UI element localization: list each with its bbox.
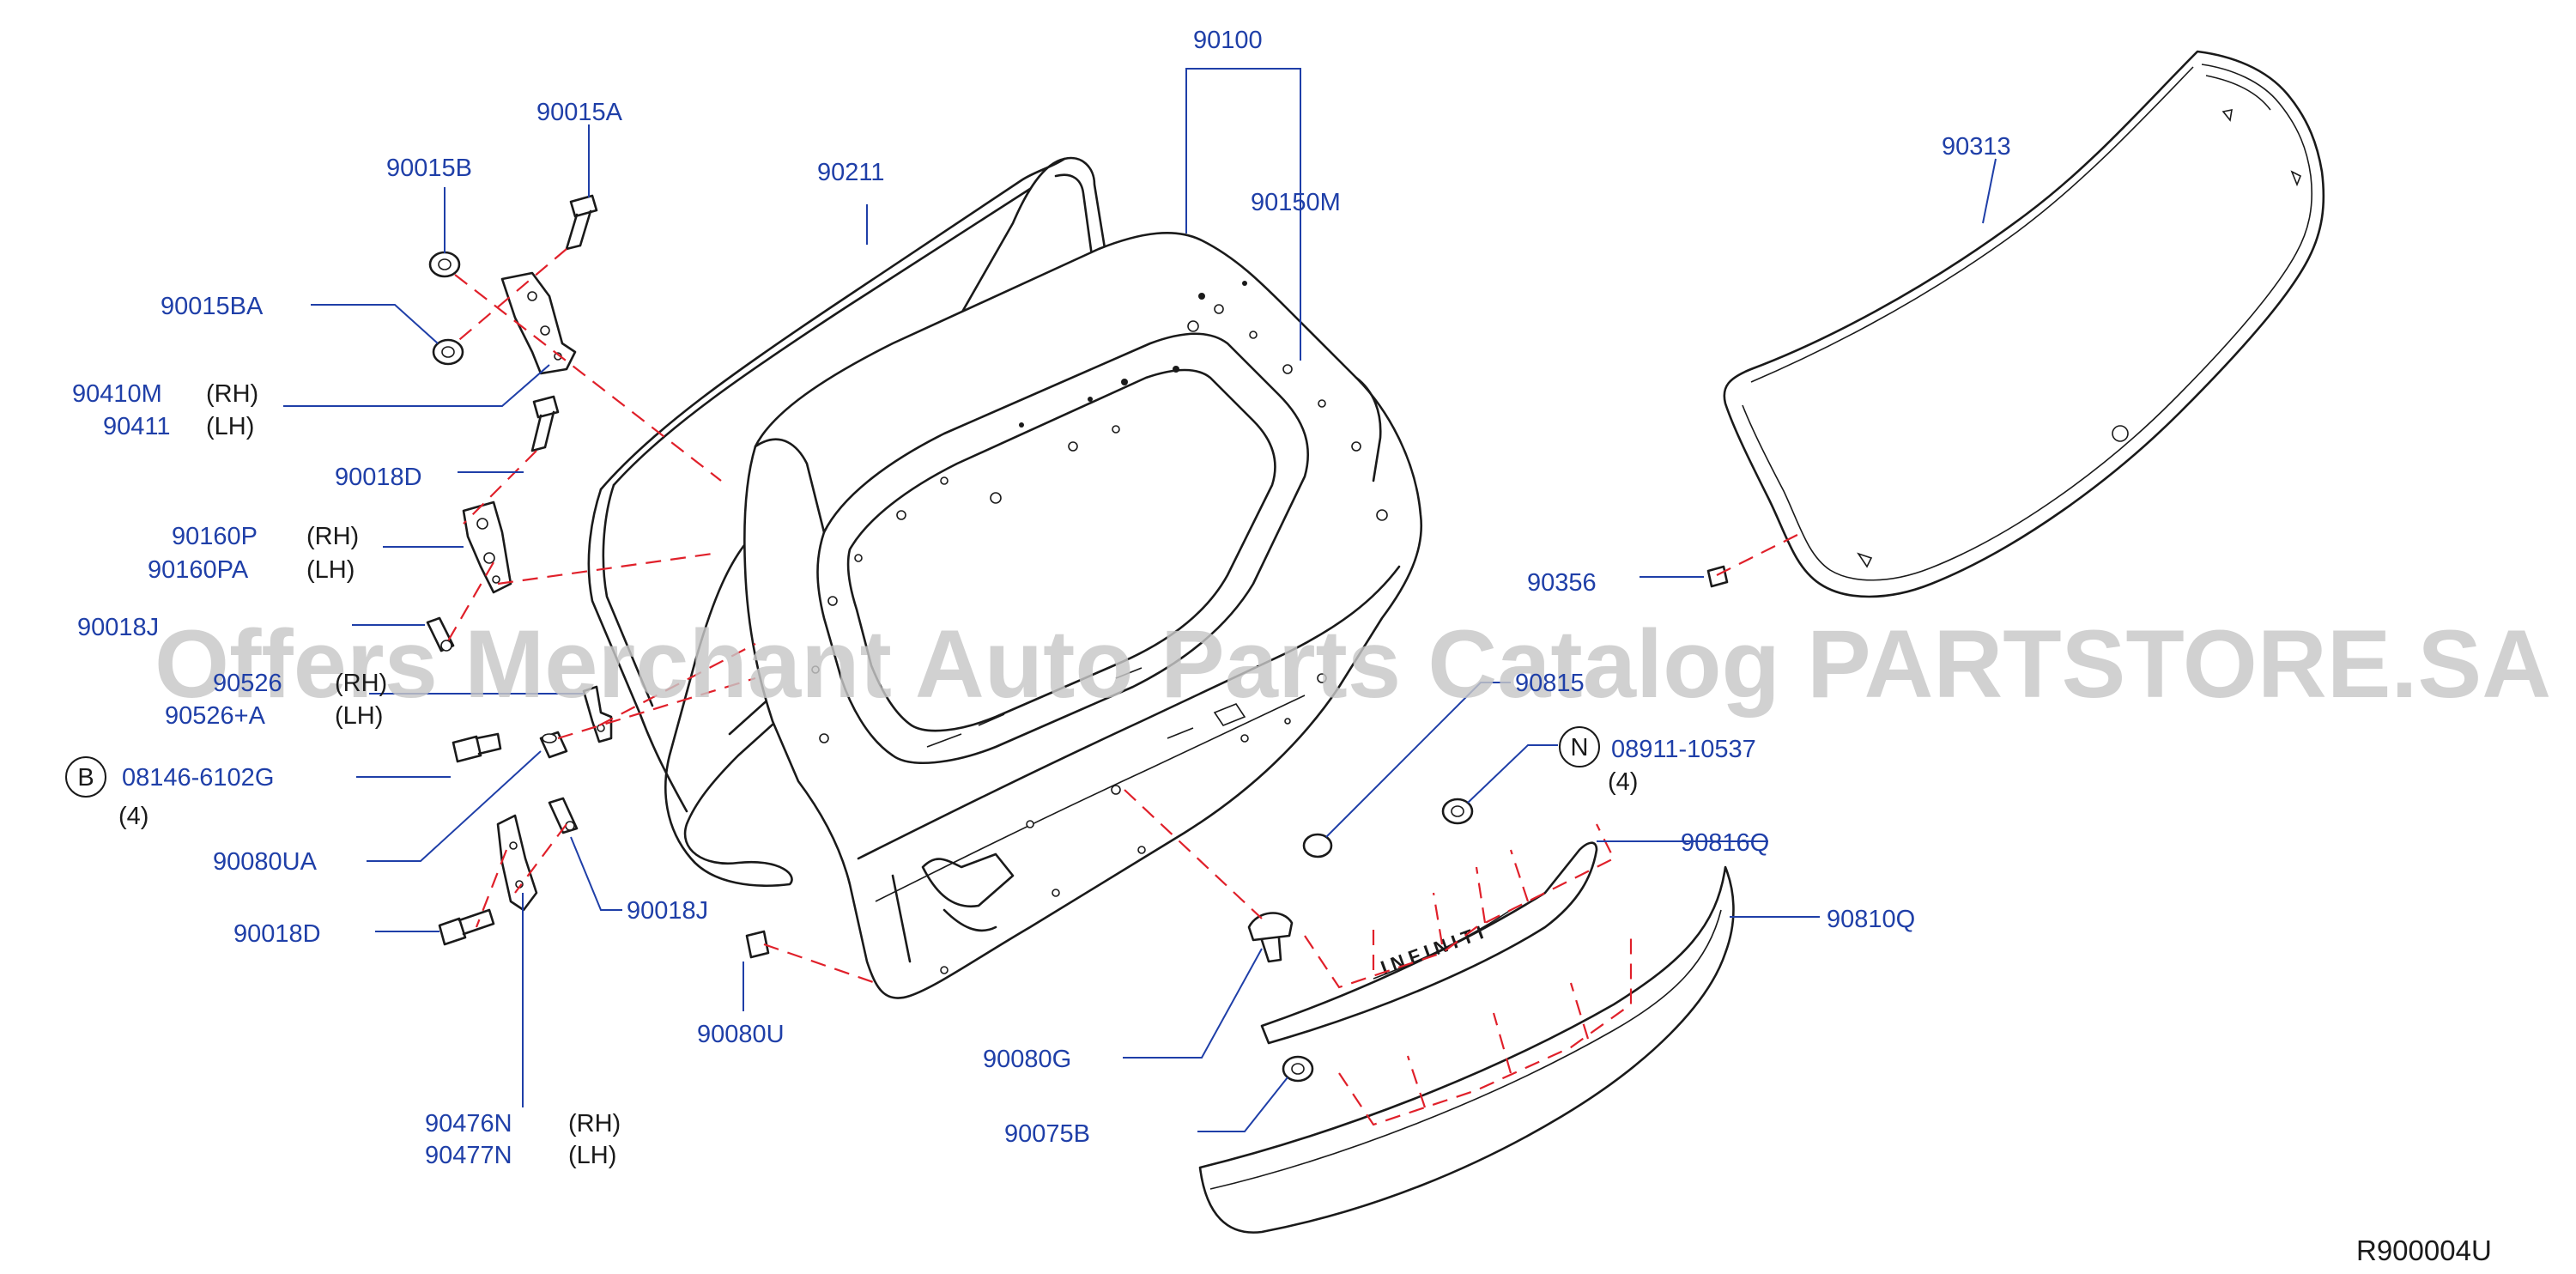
callout-90410m[interactable]: 90410M	[72, 380, 162, 408]
side-90410m: (RH)	[206, 380, 258, 408]
hinge-upper-bracket	[500, 271, 577, 375]
lower-hinge-bracket	[496, 814, 538, 912]
callout-90816q[interactable]: 90816Q	[1681, 829, 1769, 857]
bolt-08146	[452, 732, 502, 763]
callout-90526a[interactable]: 90526+A	[165, 702, 266, 730]
reference-code: R900004U	[2356, 1235, 2492, 1266]
assembly-guides	[445, 248, 1803, 1126]
glass-clip	[1706, 565, 1729, 588]
callout-90526[interactable]: 90526	[213, 670, 282, 697]
bushing-90018j-bottom	[548, 797, 579, 834]
callout-90160p[interactable]: 90160P	[172, 523, 258, 550]
side-90160pa: (LH)	[306, 556, 355, 584]
clip-90080g	[1247, 912, 1294, 963]
grommet-90815	[1302, 833, 1333, 858]
nut-08911	[1441, 798, 1474, 825]
callout-90411[interactable]: 90411	[103, 413, 171, 440]
callout-90018j-left[interactable]: 90018J	[77, 614, 159, 641]
bushing-90018j-left	[426, 616, 455, 652]
emblem-finisher: INFINITI	[1260, 841, 1598, 1045]
callout-90476n[interactable]: 90476N	[425, 1110, 512, 1138]
leader-lines	[283, 68, 1997, 1132]
callout-90815[interactable]: 90815	[1515, 670, 1585, 697]
clip-90075b	[1282, 1055, 1314, 1083]
side-90526a: (LH)	[335, 702, 383, 730]
side-90160p: (RH)	[306, 523, 359, 550]
washer-90015ba	[432, 338, 464, 366]
svg-text:B: B	[77, 764, 94, 792]
callout-90211[interactable]: 90211	[817, 159, 885, 186]
qty-08146-6102g: (4)	[118, 803, 148, 830]
callout-90150m[interactable]: 90150M	[1251, 189, 1341, 216]
side-90477n: (LH)	[568, 1142, 616, 1169]
callout-90356[interactable]: 90356	[1527, 569, 1597, 597]
callout-90100[interactable]: 90100	[1193, 27, 1263, 54]
callout-08911-10537[interactable]: 08911-10537	[1611, 736, 1756, 763]
lower-garnish	[1198, 865, 1735, 1234]
bracket-90526	[582, 685, 613, 743]
bolt-90015a	[565, 194, 598, 251]
callout-90015b[interactable]: 90015B	[386, 155, 472, 182]
callout-90160pa[interactable]: 90160PA	[148, 556, 249, 584]
badge-b: B	[65, 756, 106, 798]
callout-90080ua[interactable]: 90080UA	[213, 848, 318, 876]
side-90476n: (RH)	[568, 1110, 621, 1138]
callout-labels: 90100 90015A 90015B 90211 90150M 90313 9…	[72, 27, 2011, 1169]
bolt-90018d-top	[530, 395, 560, 452]
qty-08911-10537: (4)	[1608, 768, 1638, 796]
callout-90810q[interactable]: 90810Q	[1827, 906, 1915, 933]
callout-90313[interactable]: 90313	[1942, 133, 2011, 161]
watermark: Offers Merchant Auto Parts Catalog PARTS…	[155, 610, 2551, 718]
callout-90018d-top[interactable]: 90018D	[335, 464, 422, 491]
stopper-90080u	[745, 930, 770, 959]
back-door-panel	[743, 232, 1423, 999]
badge-n: N	[1559, 726, 1600, 767]
callout-90015ba[interactable]: 90015BA	[161, 293, 264, 320]
side-90411: (LH)	[206, 413, 254, 440]
svg-text:N: N	[1571, 734, 1589, 761]
callout-90080u[interactable]: 90080U	[697, 1021, 785, 1048]
callout-90477n[interactable]: 90477N	[425, 1142, 512, 1169]
side-90526: (RH)	[335, 670, 387, 697]
striker-bracket	[462, 500, 512, 594]
callout-90015a[interactable]: 90015A	[536, 99, 623, 126]
back-door-glass	[1723, 50, 2325, 598]
callout-90018d-bottom[interactable]: 90018D	[233, 920, 321, 948]
bolt-90018d-bottom	[438, 908, 495, 946]
callout-08146-6102g[interactable]: 08146-6102G	[122, 764, 274, 792]
callout-90080g[interactable]: 90080G	[983, 1046, 1071, 1073]
washer-90015b	[428, 251, 461, 278]
callout-90018j-bottom[interactable]: 90018J	[627, 897, 708, 925]
callout-90075b[interactable]: 90075B	[1004, 1120, 1090, 1148]
